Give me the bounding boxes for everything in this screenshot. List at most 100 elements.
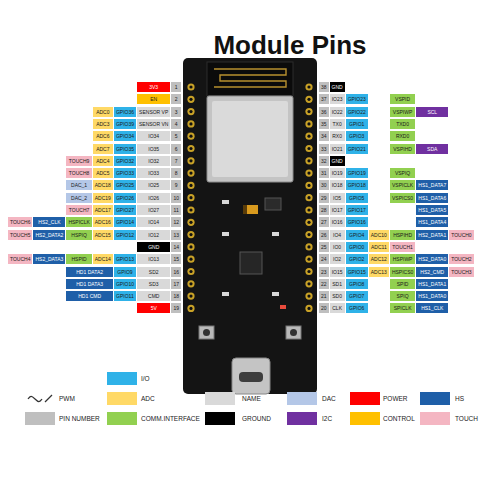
pin-label-box: VSPIWP xyxy=(390,107,415,117)
pin-label: 37 xyxy=(321,94,327,104)
pin-label-box: 25 xyxy=(319,242,329,252)
pin-label-box: CLK xyxy=(330,303,345,313)
pin-label-box: IO23 xyxy=(330,94,345,104)
pin-label-box: SPIQ xyxy=(390,291,415,301)
pin-hole xyxy=(189,196,192,199)
pin-label-box: TOUCH0 xyxy=(449,230,473,240)
pin-label-box: GND xyxy=(330,82,345,92)
pin-label: TOUCH3 xyxy=(451,267,471,277)
pin-label: IO17 xyxy=(332,205,343,215)
pin-label-box: 16 xyxy=(171,267,181,277)
pin-label: ADC11 xyxy=(371,242,387,252)
pin-label: GPIO22 xyxy=(348,107,366,117)
pin-label: IO15 xyxy=(332,267,343,277)
legend-swatch xyxy=(420,392,450,405)
legend-label: I/O xyxy=(141,372,150,385)
pin-label-box: IO12 xyxy=(137,230,170,240)
pin-label: TOUCH7 xyxy=(69,205,89,215)
pin-label-box: HS1_DATA0 xyxy=(416,291,448,301)
pin-label: GPIO39 xyxy=(116,119,134,129)
pin-label: ADC18 xyxy=(95,180,111,190)
button xyxy=(286,326,301,339)
pin-pad xyxy=(187,133,194,140)
pin-label-box: IO16 xyxy=(330,217,345,227)
legend-swatch xyxy=(107,392,137,405)
pin-label: ADC17 xyxy=(95,205,111,215)
pin-hole xyxy=(307,245,310,248)
pin-label-box: SD2 xyxy=(137,267,170,277)
pin-label-box: HS1_DATA4 xyxy=(416,217,448,227)
pin-label: GPIO11 xyxy=(116,291,134,301)
button-cap xyxy=(290,329,297,336)
pin-label-box: 23 xyxy=(319,267,329,277)
pin-label-box: 27 xyxy=(319,217,329,227)
pin-label: 18 xyxy=(173,291,179,301)
pin-label: TOUCH5 xyxy=(10,230,30,240)
pin-label: GPIO18 xyxy=(348,180,366,190)
antenna-area xyxy=(207,62,293,96)
pin-label: HD1 DATA2 xyxy=(76,267,103,277)
pin-label-box: EN xyxy=(137,94,170,104)
regulator xyxy=(265,198,281,210)
pin-label: GPIO8 xyxy=(349,279,364,289)
pin-label: HS2_CMD xyxy=(420,267,444,277)
pin-label: HD1 DATA3 xyxy=(76,279,103,289)
pin-label: ADC7 xyxy=(96,144,109,154)
pin-label-box: GPIO22 xyxy=(346,107,368,117)
pin-pad xyxy=(305,219,312,226)
resistor xyxy=(222,292,229,296)
pin-label-box: GPIO5 xyxy=(346,193,368,203)
pin-label-box: GPIO19 xyxy=(346,168,368,178)
pin-hole xyxy=(307,98,310,101)
pin-label-box: 26 xyxy=(319,230,329,240)
pin-hole xyxy=(189,245,192,248)
pin-pad xyxy=(187,268,194,275)
pin-label-box: IO34 xyxy=(137,131,170,141)
pin-label-box: SD3 xyxy=(137,279,170,289)
pin-label: ADC14 xyxy=(95,254,111,264)
pin-label: 36 xyxy=(321,107,327,117)
legend-swatch xyxy=(205,412,235,425)
button xyxy=(199,326,214,339)
pin-label-box: IO26 xyxy=(137,193,170,203)
pin-label-box: HS2_DATA0 xyxy=(416,254,448,264)
pwm-symbol xyxy=(26,392,56,405)
pin-label: 6 xyxy=(175,144,178,154)
pin-hole xyxy=(189,85,192,88)
pin-label-box: 11 xyxy=(171,205,181,215)
pin-label: HS1_CLK xyxy=(421,303,443,313)
pin-label: SPIQ xyxy=(397,291,409,301)
legend-label: CONTROL xyxy=(383,412,415,425)
pin-label: 12 xyxy=(173,217,179,227)
pin-label-box: GPIO25 xyxy=(114,180,136,190)
pin-label-box: GPIO0 xyxy=(346,242,368,252)
pin-pad xyxy=(305,108,312,115)
pin-hole xyxy=(189,270,192,273)
pin-label: TOUCH2 xyxy=(451,254,471,264)
pin-label-box: 33 xyxy=(319,144,329,154)
pin-pad xyxy=(305,231,312,238)
legend-label: I2C xyxy=(322,412,332,425)
pin-pad xyxy=(187,96,194,103)
pin-label: GPIO35 xyxy=(116,144,134,154)
pin-pad xyxy=(187,243,194,250)
pin-label-box: 12 xyxy=(171,217,181,227)
pin-label: ADC3 xyxy=(96,119,109,129)
pin-label: TXD0 xyxy=(396,119,409,129)
pin-label-box: IO17 xyxy=(330,205,345,215)
pin-label: HS2_DATA2 xyxy=(35,230,63,240)
pin-label: IO23 xyxy=(332,94,343,104)
pin-label: TOUCH0 xyxy=(451,230,471,240)
pin-label-box: ADC13 xyxy=(369,267,389,277)
pin-hole xyxy=(307,196,310,199)
pin-label-box: 34 xyxy=(319,131,329,141)
pin-pad xyxy=(305,96,312,103)
pin-label-box: HS2_DATA3 xyxy=(33,254,65,264)
shield-highlight xyxy=(212,101,288,177)
module-shield xyxy=(207,96,293,182)
pin-label: 3 xyxy=(175,107,178,117)
pin-label-box: SPICLK xyxy=(390,303,415,313)
pin-label-box: HSPICLK xyxy=(66,217,91,227)
pin-hole xyxy=(189,98,192,101)
